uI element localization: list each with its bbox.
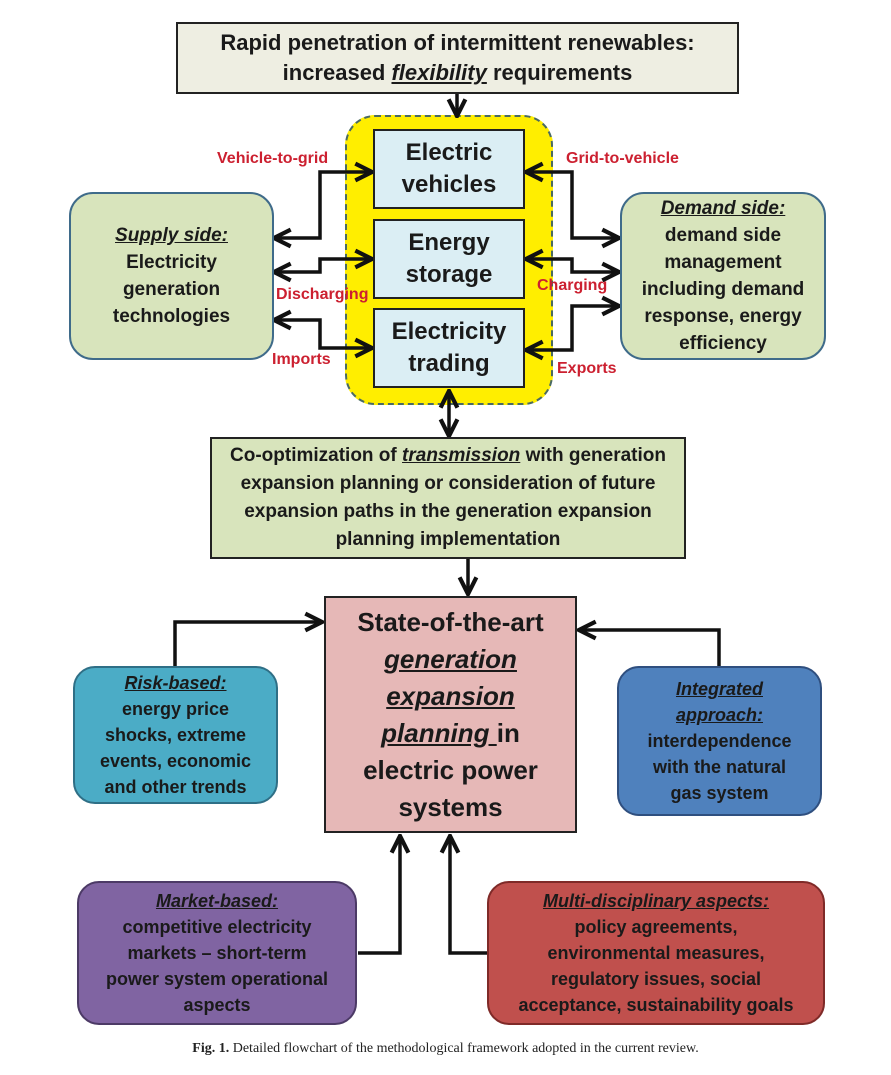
energy-storage-box: Energy storage [373, 219, 525, 299]
market-based-box: Market-based: competitive electricity ma… [77, 881, 357, 1025]
supply-side-title: Supply side: [115, 225, 228, 246]
renewables-flexibility-box: Rapid penetration of intermittent renewa… [176, 22, 739, 94]
edge-label-discharging: Discharging [276, 286, 369, 303]
arrow-supply-ev [276, 172, 370, 238]
multi-disciplinary-box: Multi-disciplinary aspects: policy agree… [487, 881, 825, 1025]
electric-vehicles-box: Electric vehicles [373, 129, 525, 209]
figure-caption-text: Detailed flowchart of the methodological… [229, 1041, 699, 1056]
co-optimization-transmission-box: Co-optimization of transmission with gen… [210, 437, 686, 559]
arrow-risk-main [173, 622, 320, 666]
risk-based-title: Risk-based: [124, 673, 227, 693]
demand-side-title: Demand side: [660, 198, 786, 219]
arrow-integrated-main [581, 630, 721, 666]
multi-disciplinary-title: Multi-disciplinary aspects: [542, 891, 770, 911]
figure-label: Fig. 1. [192, 1041, 230, 1056]
supply-side-box: Supply side: Electricity generation tech… [69, 192, 274, 360]
edge-label-vehicle-to-grid: Vehicle-to-grid [217, 150, 329, 167]
top-flexibility-emphasis: flexibility [391, 60, 487, 85]
arrow-storage-demand [528, 259, 617, 272]
market-based-title: Market-based: [155, 891, 279, 911]
edge-label-imports: Imports [272, 351, 331, 368]
integrated-approach-box: Integrated approach: interdependence wit… [617, 666, 822, 816]
integrated-title-2: approach: [675, 705, 763, 725]
electricity-trading-box: Electricity trading [373, 308, 525, 388]
risk-based-box: Risk-based: energy price shocks, extreme… [73, 666, 278, 804]
generation-expansion-planning-box: State-of-the-art generation expansion pl… [324, 596, 577, 833]
edge-label-charging: Charging [537, 277, 608, 294]
demand-side-box: Demand side: demand side management incl… [620, 192, 826, 360]
transmission-emphasis: transmission [402, 445, 521, 466]
edge-label-exports: Exports [557, 360, 617, 377]
arrow-ev-demand [528, 172, 617, 238]
arrow-trading-demand [528, 306, 617, 350]
top-line-2: increased flexibility requirements [282, 60, 633, 85]
arrow-supply-trading [276, 320, 370, 348]
arrow-supply-storage [276, 259, 370, 272]
integrated-title-1: Integrated [675, 679, 763, 699]
edge-label-grid-to-vehicle: Grid-to-vehicle [566, 150, 679, 167]
figure-caption: Fig. 1. Detailed flowchart of the method… [0, 1041, 891, 1057]
arrow-multi-main [450, 838, 487, 955]
top-line-1: Rapid penetration of intermittent renewa… [220, 30, 695, 55]
arrow-market-main [358, 838, 400, 955]
